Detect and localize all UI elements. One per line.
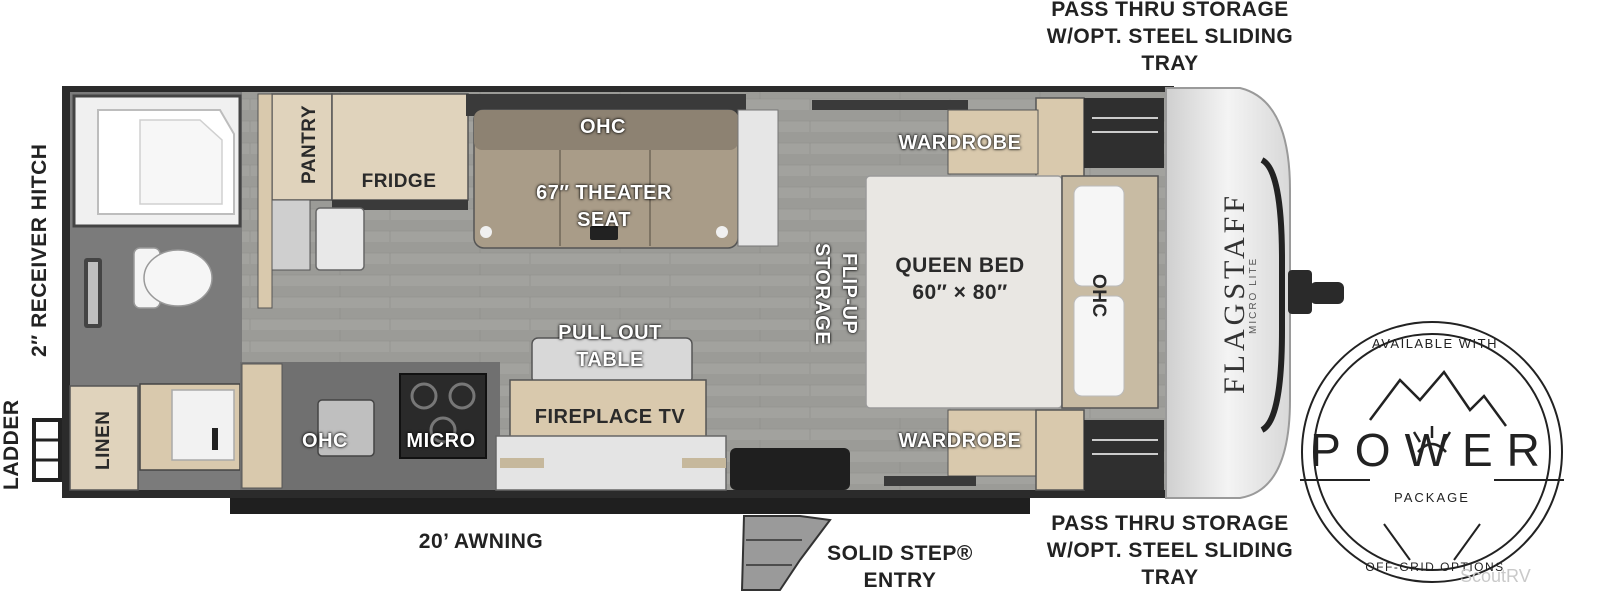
ladder-label: LADDER [0,399,23,491]
theater-seat-label: 67″ THEATER SEAT [536,182,672,231]
kitchen-sink [317,399,375,457]
pull-out-table-label: PULL OUT TABLE [558,322,662,371]
tongue-jack [1288,270,1312,314]
linen-cabinet [69,385,139,491]
badge-off-grid-options: OFF-GRID OPTIONS [1365,560,1505,574]
flip-up-storage-label: FLIP-UP STORAGE [811,242,860,346]
pantry-label: PANTRY [299,105,320,185]
power-package-badge [1300,321,1564,583]
solid-step-entry-label: SOLID STEP® ENTRY [827,542,973,592]
toilet-bowl [143,249,213,307]
bedroom-closet-bottom [1035,409,1085,491]
rear-ladder [32,418,62,482]
sink-basin [315,207,365,271]
queen-bed-label: QUEEN BED 60″ × 80″ [895,254,1025,304]
awning-label: 20’ AWNING [418,530,544,553]
wardrobe-top-label: WARDROBE [898,132,1022,154]
ohc-kitchen-label: OHC [302,430,348,452]
receiver-hitch-label: 2″ RECEIVER HITCH [28,143,51,357]
pass-thru-storage-bottom-label: PASS THRU STORAGE W/OPT. STEEL SLIDING T… [1046,512,1294,589]
ohc-top-label: OHC [580,116,626,138]
fridge-label: FRIDGE [361,171,437,192]
end-table [737,109,779,247]
ohc-bed-label: OHC [1088,274,1109,318]
flagstaff-logo: FLAGSTAFF [1218,192,1251,394]
awning-rail [230,498,1030,514]
linen-label: LINEN [93,410,114,470]
pass-thru-storage-top-label: PASS THRU STORAGE W/OPT. STEEL SLIDING T… [1046,0,1294,75]
solid-step [740,515,832,591]
watermark: ScoutRV [1460,566,1531,586]
badge-package: PACKAGE [1394,490,1470,505]
micro-label: MICRO [406,430,476,452]
fireplace-tv-label: FIREPLACE TV [534,406,686,428]
bedroom-closet-top [1035,97,1085,179]
wardrobe-top [947,109,1039,175]
wardrobe-panel [257,93,273,309]
wardrobe-bottom-label: WARDROBE [898,430,1022,452]
badge-available-with: AVAILABLE WITH [1372,336,1498,351]
entry-door [730,448,850,490]
front-cap [1165,87,1291,499]
badge-power-title: POWER [1310,424,1554,476]
fireplace-cabinet [509,379,707,439]
micro-lite-logo: MICRO LITE [1248,256,1259,334]
